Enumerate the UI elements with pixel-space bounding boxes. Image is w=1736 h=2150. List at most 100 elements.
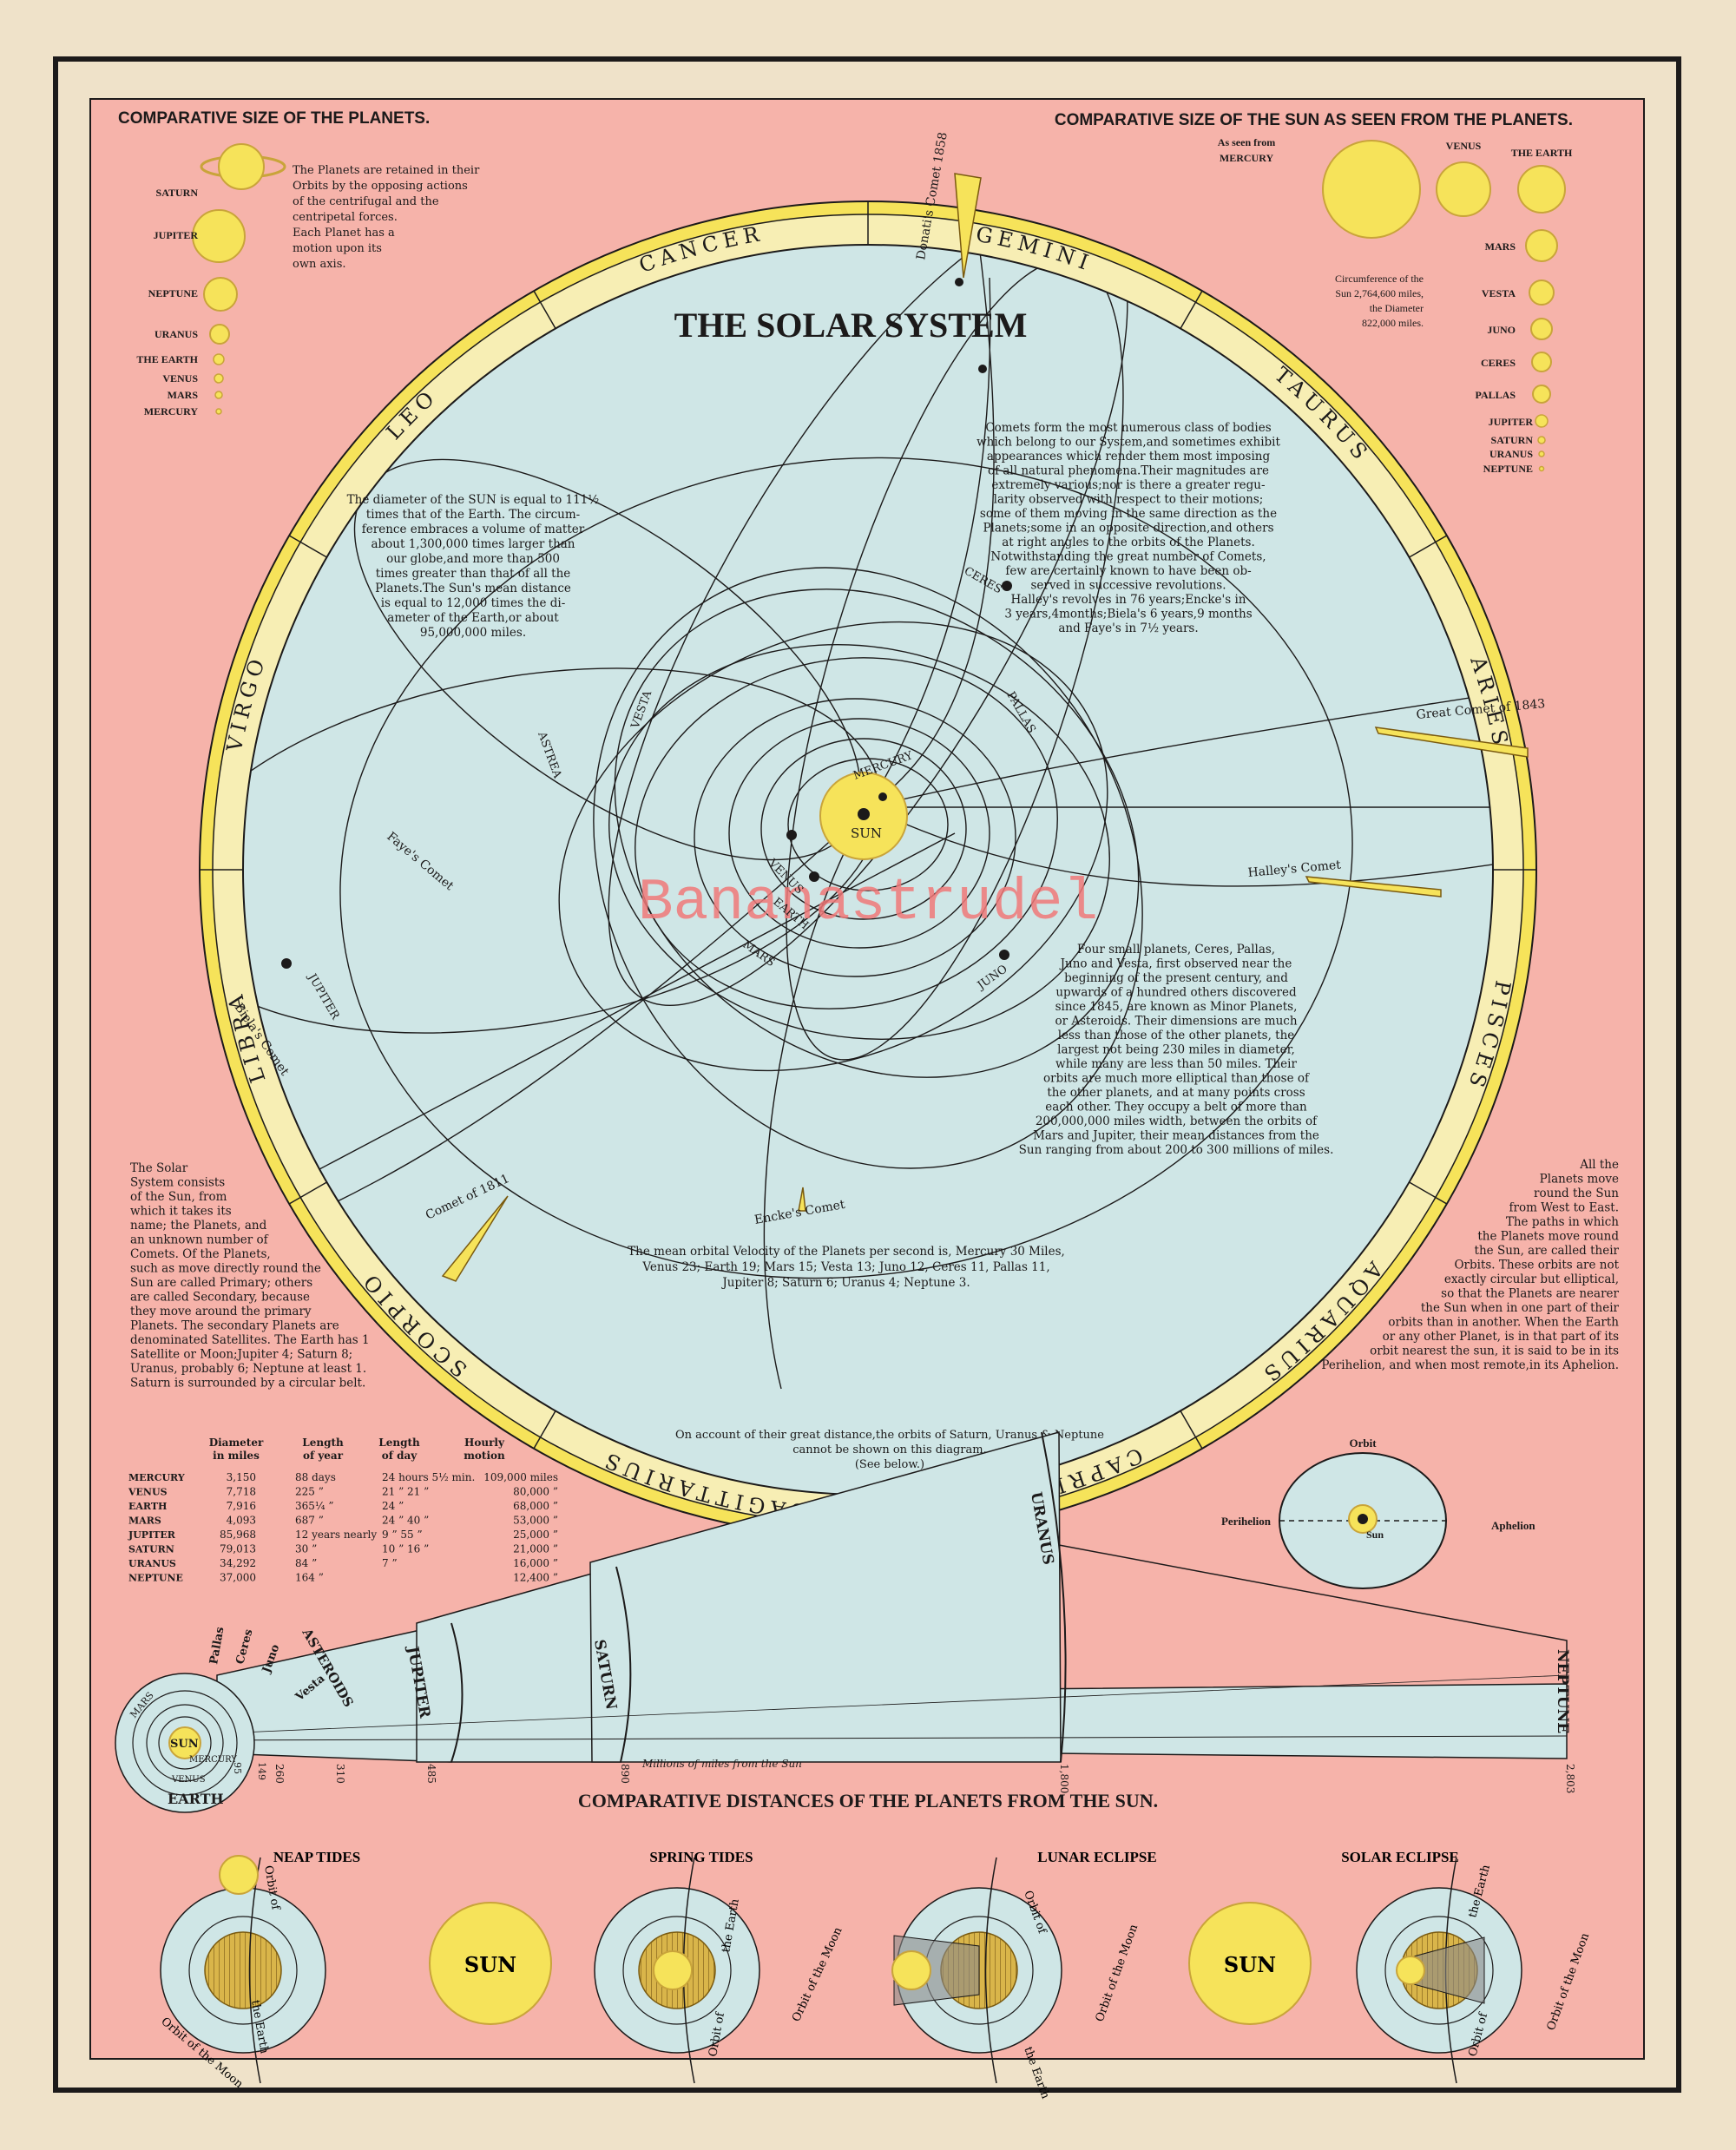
- table-row-5-planet: SATURN: [128, 1544, 174, 1555]
- comets-text-line-14: and Faye's in 7½ years.: [1058, 621, 1198, 635]
- right-text-line-11: orbits than in another. When the Earth: [1388, 1316, 1619, 1330]
- distance-inner-1: MERCURY: [189, 1755, 237, 1765]
- minor-text-line-10: the other planets, and at many points cr…: [1047, 1086, 1305, 1100]
- table-row-3-planet: MARS: [128, 1516, 161, 1527]
- mars-icon: [214, 391, 223, 399]
- table-row-1-planet: VENUS: [128, 1487, 168, 1498]
- right-text-line-9: so that the Planets are nearer: [1441, 1287, 1619, 1301]
- left-text-line-3: which it takes its: [130, 1205, 232, 1219]
- minor-text-line-1: Juno and Vesta, first observed near the: [1059, 957, 1292, 971]
- comets-paragraph: Comets form the most numerous class of b…: [976, 421, 1280, 635]
- sun-size-label-4: JUNO: [1487, 324, 1516, 336]
- right-text-line-1: Planets move: [1540, 1173, 1619, 1187]
- donati-comet-icon: [954, 173, 982, 279]
- sun-text-line-3: about 1,300,000 times larger than: [371, 537, 575, 551]
- sun-size-label-0: VENUS: [1446, 140, 1482, 152]
- minor-text-line-14: Sun ranging from about 200 to 300 millio…: [1019, 1143, 1334, 1157]
- table-header-2-0: Length: [378, 1437, 420, 1449]
- minor-text-line-9: orbits are much more elliptical than tho…: [1043, 1072, 1310, 1086]
- venus-icon: [214, 373, 224, 384]
- halley-comet-icon: [1305, 876, 1442, 897]
- neptune-icon: [203, 277, 238, 312]
- table-row-2-day: 24 ”: [382, 1500, 404, 1512]
- inner-tick-1: 149: [256, 1762, 267, 1780]
- sun-text-line-6: Planets.The Sun's mean distance: [375, 582, 571, 595]
- sun-size-label-8: SATURN: [1491, 434, 1534, 446]
- sun-text-line-9: 95,000,000 miles.: [420, 626, 526, 640]
- sun-label: SUN: [851, 825, 882, 841]
- left-text-line-12: denominated Satellites. The Earth has 1: [130, 1333, 370, 1347]
- planet-note-line-3: centripetal forces.: [293, 211, 398, 224]
- sun-size-label-1: THE EARTH: [1511, 147, 1573, 159]
- account-text-line-2: (See below.): [855, 1458, 924, 1471]
- sun-label-left: SUN: [464, 1952, 516, 1977]
- table-row-5-motion: 21,000 ”: [513, 1543, 558, 1555]
- perihelion-label: Perihelion: [1221, 1515, 1272, 1528]
- comets-text-line-10: few are certainly known to have been ob-: [1005, 564, 1251, 578]
- table-row-0-diameter: 3,150: [227, 1471, 256, 1483]
- planet-size-label-2: NEPTUNE: [148, 287, 198, 299]
- planet-note-line-5: motion upon its: [293, 242, 382, 255]
- left-text-line-0: The Solar: [130, 1161, 188, 1175]
- table-row-0-year: 88 days: [295, 1471, 336, 1483]
- watermark: Bananastrudel: [638, 870, 1099, 937]
- right-text-line-10: the Sun when in one part of their: [1421, 1301, 1620, 1315]
- sun-text-line-2: ference embraces a volume of matter: [362, 523, 585, 536]
- table-row-2-motion: 68,000 ”: [513, 1500, 558, 1512]
- bottom-caption-1: SPRING TIDES: [649, 1849, 753, 1865]
- minor-text-line-12: 200,000,000 miles width, between the orb…: [1036, 1114, 1318, 1128]
- sun-center-dot: [858, 808, 870, 820]
- account-paragraph: On account of their great distance,the o…: [675, 1429, 1104, 1471]
- left-text-line-7: such as move directly round the: [130, 1262, 321, 1276]
- minor-text-line-6: less than those of the other planets, th…: [1058, 1029, 1295, 1042]
- comets-text-line-2: appearances which render them most impos…: [987, 450, 1271, 464]
- right-text-line-3: from West to East.: [1509, 1201, 1619, 1215]
- left-text-line-10: they move around the primary: [130, 1305, 312, 1318]
- sun-label-right: SUN: [1224, 1952, 1276, 1977]
- sun-text-line-5: times greater than that of all the: [376, 567, 571, 581]
- mercury-caption-0: As seen from: [1218, 136, 1275, 148]
- distance-tick-3: 890: [619, 1764, 631, 1784]
- table-row-6-motion: 16,000 ”: [513, 1557, 558, 1569]
- right-heading: COMPARATIVE SIZE OF THE SUN AS SEEN FROM…: [1055, 111, 1573, 129]
- minor-text-line-11: each other. They occupy a belt of more t…: [1045, 1101, 1307, 1114]
- left-text-line-1: System consists: [130, 1176, 225, 1190]
- great-comet-icon: [1374, 727, 1529, 758]
- inset-orbit-label: Orbit: [1349, 1437, 1377, 1450]
- table-header-0-1: in miles: [213, 1450, 260, 1462]
- mercury-icon: [215, 408, 222, 415]
- table-header-1-1: of year: [303, 1450, 344, 1462]
- sun-from-venus-icon: [1436, 161, 1491, 217]
- table-row-4-diameter: 85,968: [220, 1529, 256, 1541]
- sun-text-line-0: The diameter of the SUN is equal to 111½: [347, 493, 600, 507]
- table-row-1-motion: 80,000 ”: [513, 1486, 558, 1498]
- planet-size-label-4: THE EARTH: [136, 353, 198, 365]
- left-text-line-5: an unknown number of: [130, 1233, 269, 1247]
- right-text-line-6: the Sun, are called their: [1475, 1244, 1620, 1258]
- table-row-2-year: 365¼ ”: [295, 1500, 333, 1512]
- planet-size-label-6: MARS: [168, 389, 199, 401]
- table-row-6-year: 84 ”: [295, 1557, 317, 1569]
- sun-size-label-7: JUPITER: [1489, 416, 1534, 428]
- sun-note-line-3: 822,000 miles.: [1362, 317, 1424, 329]
- left-text-line-2: of the Sun, from: [130, 1190, 227, 1204]
- planet-size-label-7: MERCURY: [144, 405, 199, 418]
- right-text-line-14: Perihelion, and when most remote,in its …: [1321, 1358, 1619, 1372]
- earth-icon: [213, 353, 225, 365]
- distance-tick-1: 310: [334, 1764, 346, 1784]
- sun-size-label-3: VESTA: [1482, 287, 1516, 299]
- planet-note-line-1: Orbits by the opposing actions: [293, 180, 468, 193]
- sun-size-label-10: NEPTUNE: [1483, 463, 1533, 475]
- minor-text-line-3: upwards of a hundred others discovered: [1055, 986, 1297, 1000]
- right-text-line-12: or any other Planet, is in that part of …: [1383, 1330, 1619, 1344]
- left-text-line-6: Comets. Of the Planets,: [130, 1247, 271, 1261]
- distance-tick-4: 1,800: [1058, 1764, 1070, 1793]
- sun-size-label-9: URANUS: [1489, 448, 1533, 460]
- sun-text-line-4: our globe,and more than 500: [386, 552, 560, 566]
- comets-text-line-4: extremely various;nor is there a greater…: [991, 478, 1265, 492]
- table-row-5-diameter: 79,013: [220, 1543, 256, 1555]
